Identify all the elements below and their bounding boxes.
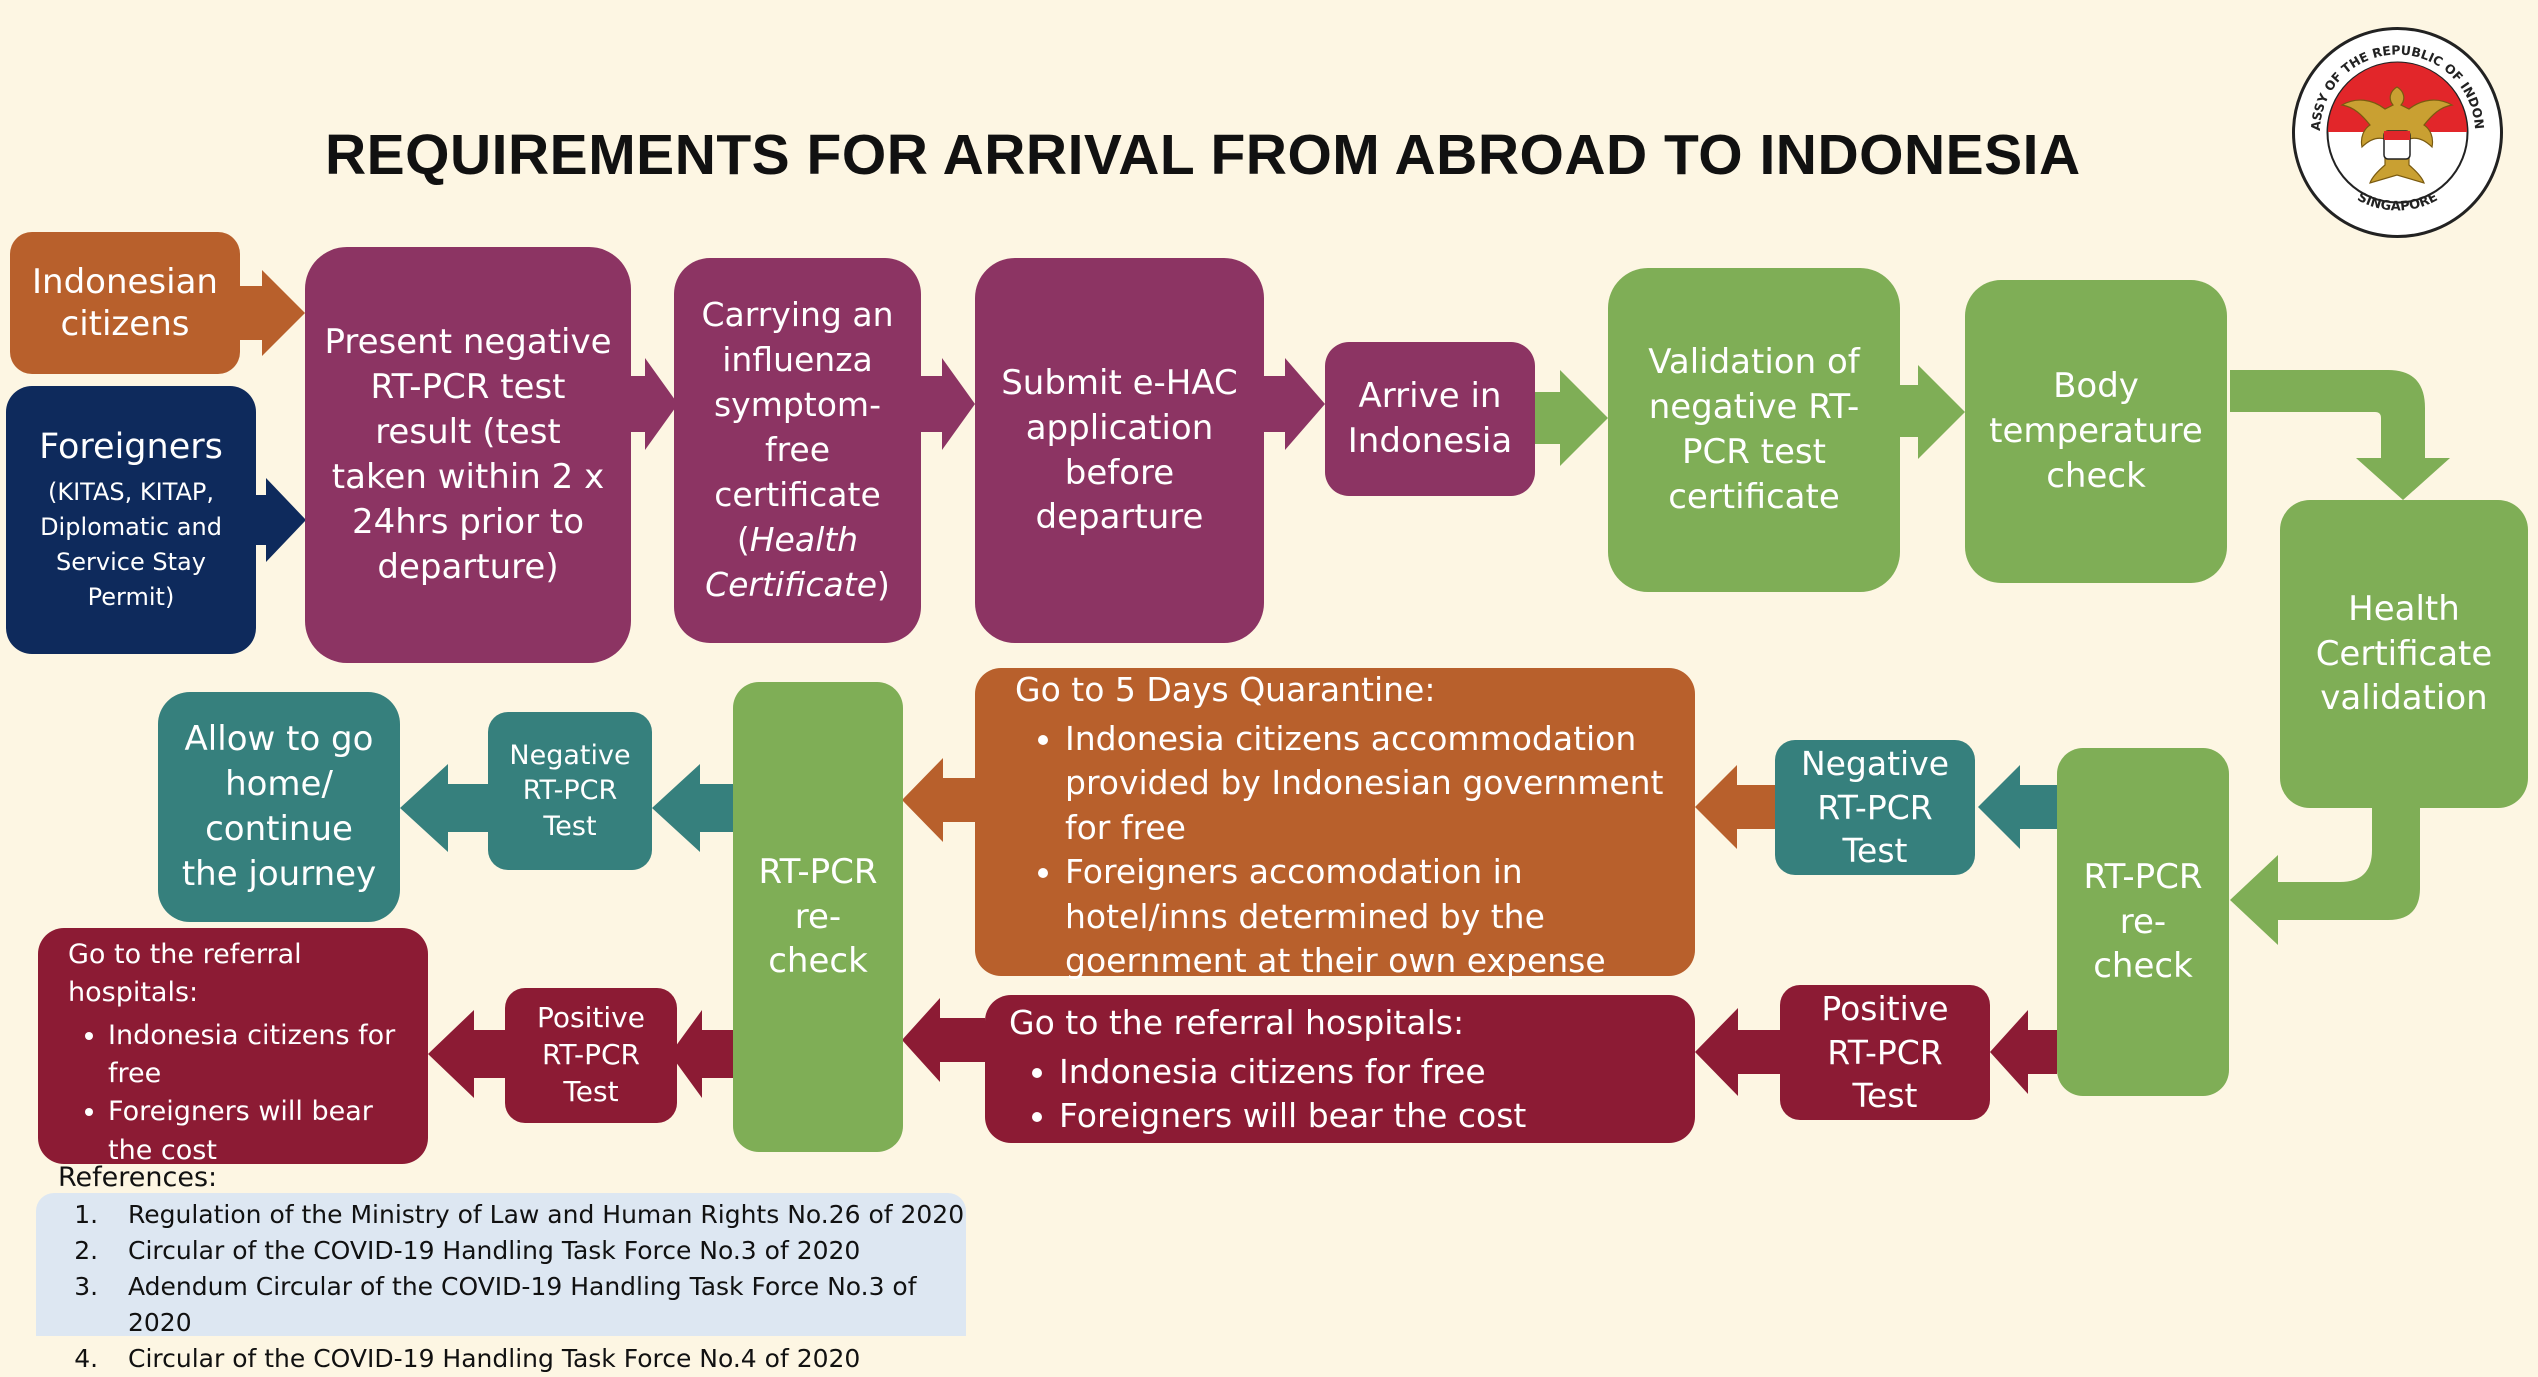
health-certificate-italic: Health Certificate (705, 519, 878, 604)
positive-test-right-label: Positive RT-PCR Test (1821, 989, 1949, 1116)
ehac-box: Submit e-HAC application before departur… (975, 258, 1264, 643)
negative-test-right-box: Negative RT-PCR Test (1775, 740, 1975, 875)
page-title: REQUIREMENTS FOR ARRIVAL FROM ABROAD TO … (325, 123, 2081, 187)
ehac-label: Submit e-HAC application before departur… (1001, 362, 1238, 538)
reference-item: Circular of the COVID-19 Handling Task F… (106, 1233, 966, 1269)
references-list: Regulation of the Ministry of Law and Hu… (58, 1197, 966, 1377)
positive-test-left-label: Positive RT-PCR Test (537, 1001, 645, 1108)
referral-right-item: Indonesia citizens for free (1059, 1050, 1665, 1095)
negative-test-left-label: Negative RT-PCR Test (509, 739, 631, 842)
rt-pcr-recheck-middle: RT-PCR re- check (733, 682, 903, 1152)
rt-pcr-recheck-right-label: RT-PCR re- check (2083, 856, 2203, 987)
reference-item: Circular of the COVID-19 Handling Task F… (106, 1341, 966, 1377)
arrow-recheck-to-negative (1978, 765, 2057, 849)
referral-right-box: Go to the referral hospitals: Indonesia … (985, 995, 1695, 1143)
references-box: Regulation of the Ministry of Law and Hu… (36, 1193, 966, 1373)
referral-left-list: Indonesia citizens for free Foreigners w… (68, 1017, 410, 1170)
referral-left-item: Foreigners will bear the cost (108, 1093, 410, 1170)
present-negative-box: Present negative RT-PCR test result (tes… (305, 247, 631, 663)
indonesian-citizens-label: Indonesian citizens (32, 261, 218, 345)
arrow-healthcert-to-ehac (921, 358, 975, 450)
validation-box: Validation of negative RT- PCR test cert… (1608, 268, 1900, 592)
arrow-bodytemp-to-healthvalidation (2230, 370, 2450, 500)
foreigners-box: Foreigners (KITAS, KITAP, Diplomatic and… (6, 386, 256, 654)
arrow-negative-to-allowhome (400, 764, 488, 852)
health-validation-box: Health Certificate validation (2280, 500, 2528, 808)
rt-pcr-recheck-right: RT-PCR re- check (2057, 748, 2229, 1096)
quarantine-item: Indonesia citizens accommodation provide… (1065, 717, 1665, 851)
arrow-referral-to-recheck (902, 998, 985, 1082)
arrow-citizens-to-present (240, 270, 305, 356)
arrow-negative-to-quarantine (1695, 765, 1775, 849)
allow-home-box: Allow to go home/ continue the journey (158, 692, 400, 922)
quarantine-item: Foreigners accomodation in hotel/inns de… (1065, 850, 1665, 984)
health-certificate-italic-row: (Health Certificate) (705, 519, 890, 604)
present-negative-label: Present negative RT-PCR test result (tes… (324, 322, 612, 587)
referral-left-box: Go to the referral hospitals: Indonesia … (38, 928, 428, 1166)
referral-left-item: Indonesia citizens for free (108, 1017, 410, 1094)
foreigners-title: Foreigners (39, 426, 223, 467)
quarantine-list: Indonesia citizens accommodation provide… (1015, 717, 1665, 984)
reference-item: Regulation of the Ministry of Law and Hu… (106, 1197, 966, 1233)
arrow-quarantine-to-recheck (902, 758, 975, 842)
referral-right-heading: Go to the referral hospitals: (1009, 1003, 1465, 1042)
reference-item: Adendum Circular of the COVID-19 Handlin… (106, 1269, 966, 1341)
arrow-foreigners-to-present (256, 478, 306, 562)
arrow-recheck-to-positive (1990, 1010, 2057, 1094)
arrow-positive-to-referral-left (428, 1010, 505, 1098)
negative-test-left-box: Negative RT-PCR Test (488, 712, 652, 870)
validation-label: Validation of negative RT- PCR test cert… (1648, 342, 1860, 517)
arrow-recheck-to-positive-left (670, 1010, 733, 1098)
quarantine-box: Go to 5 Days Quarantine: Indonesia citiz… (975, 668, 1695, 980)
references-label: References: (58, 1162, 218, 1193)
arrow-healthvalidation-to-recheck (2230, 808, 2420, 945)
foreigners-detail: (KITAS, KITAP, Diplomatic and Service St… (40, 478, 222, 611)
arrow-validation-to-bodytemp (1900, 365, 1965, 459)
negative-test-right-label: Negative RT-PCR Test (1800, 744, 1950, 871)
arrow-ehac-to-arrive (1264, 358, 1325, 450)
arrow-positive-to-referral (1695, 1008, 1780, 1096)
health-certificate-label: Carrying an influenza symptom- free cert… (701, 295, 894, 514)
health-validation-label: Health Certificate validation (2315, 588, 2493, 719)
referral-right-item: Foreigners will bear the cost (1059, 1094, 1665, 1139)
rt-pcr-recheck-middle-label: RT-PCR re- check (758, 851, 878, 982)
allow-home-label: Allow to go home/ continue the journey (181, 719, 377, 894)
arrow-arrive-to-validation (1535, 370, 1608, 466)
positive-test-right-box: Positive RT-PCR Test (1780, 985, 1990, 1120)
arrow-recheck-to-negative-left (652, 764, 733, 852)
referral-left-heading: Go to the referral hospitals: (68, 939, 302, 1009)
body-temperature-box: Body temperature check (1965, 280, 2227, 583)
health-certificate-box: Carrying an influenza symptom- free cert… (674, 258, 921, 643)
positive-test-left-box: Positive RT-PCR Test (505, 988, 677, 1123)
arrive-label: Arrive in Indonesia (1347, 376, 1513, 461)
indonesian-citizens-box: Indonesian citizens (10, 232, 240, 374)
flow-arrows (240, 270, 2450, 1098)
referral-right-list: Indonesia citizens for free Foreigners w… (1009, 1050, 1665, 1139)
body-temperature-label: Body temperature check (1989, 366, 2203, 496)
arrow-present-to-healthcert (631, 358, 678, 450)
embassy-seal-logo: EMBASSY OF THE REPUBLIC OF INDONESIA SIN… (2290, 25, 2503, 238)
quarantine-heading: Go to 5 Days Quarantine: (1015, 670, 1436, 709)
arrive-box: Arrive in Indonesia (1325, 342, 1535, 496)
